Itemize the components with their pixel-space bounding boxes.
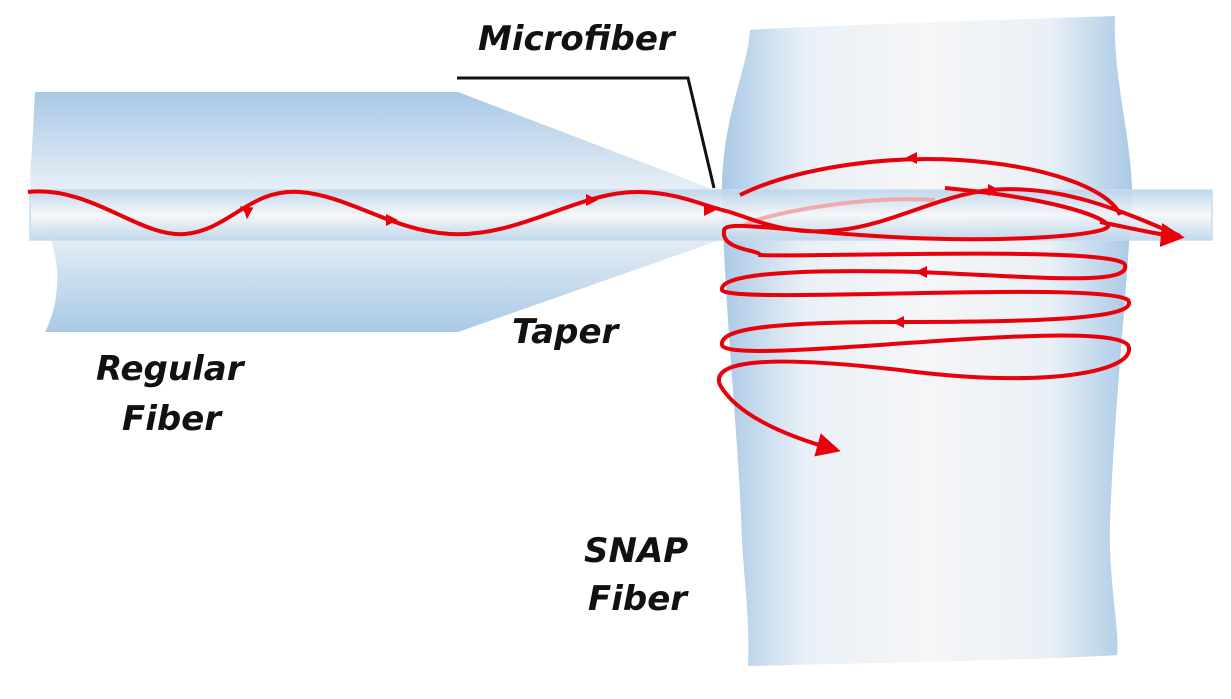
taper-label: Taper xyxy=(512,312,620,352)
arrowhead xyxy=(988,184,1000,196)
arrowhead xyxy=(386,214,398,226)
arrowhead xyxy=(239,206,254,220)
microfiber-label: Microfiber xyxy=(478,19,677,59)
snap-fiber-label-line1: SNAP xyxy=(584,531,688,571)
microfiber xyxy=(30,190,1212,240)
microfiber-leader-line xyxy=(457,76,716,189)
regular-fiber-label-line2: Fiber xyxy=(122,399,223,439)
arrowhead xyxy=(915,266,927,278)
snap-fiber-label-line2: Fiber xyxy=(588,579,689,619)
regular-fiber-label-line1: Regular xyxy=(96,349,246,389)
light-path-coil-top xyxy=(739,157,1122,216)
arrowhead xyxy=(586,194,598,206)
microfiber-outline xyxy=(29,189,1213,241)
arrowhead xyxy=(704,204,716,216)
arrowhead xyxy=(892,316,904,328)
light-path-coil xyxy=(716,186,1181,450)
light-path-output xyxy=(1099,220,1185,248)
light-path-wave xyxy=(27,189,731,237)
